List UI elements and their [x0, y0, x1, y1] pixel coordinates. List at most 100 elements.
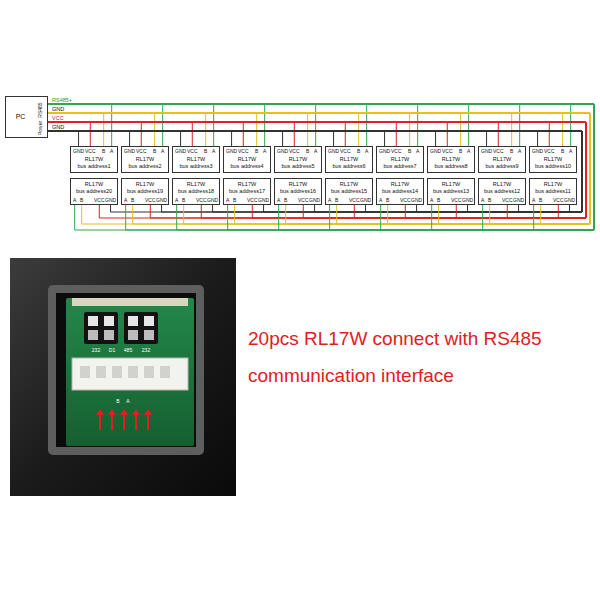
terminal-label: B	[459, 148, 462, 154]
pointer-arrow	[144, 409, 152, 415]
wire-conductor	[48, 122, 586, 218]
bus-wire	[48, 104, 112, 146]
wire-conductor	[48, 113, 155, 146]
port-tag: RS485	[38, 102, 44, 117]
device-name: RL17W	[481, 181, 523, 188]
terminal-label: GND	[277, 148, 288, 154]
pointer-arrow	[135, 414, 137, 430]
terminal-label: A	[110, 148, 113, 154]
address-text: bus address2	[124, 163, 166, 170]
wire-conductor	[48, 104, 594, 230]
address-text: bus address4	[226, 163, 268, 170]
wire-conductor	[48, 113, 359, 146]
terminal-label: B	[284, 197, 287, 203]
terminal-label: B	[80, 197, 83, 203]
terminal-label: A	[226, 197, 229, 203]
device-name: RL17W	[124, 156, 166, 163]
terminal-label: GND	[411, 197, 422, 203]
housing-opening	[48, 285, 204, 455]
wire-conductor	[48, 104, 367, 146]
wire-conductor	[48, 113, 410, 146]
wire-conductor	[48, 104, 163, 146]
wire-conductor	[48, 113, 206, 146]
terminal-label: VCC	[289, 148, 300, 154]
wire-conductor	[48, 113, 590, 224]
bus-wire	[48, 104, 163, 146]
device-name: RL17W	[430, 156, 472, 163]
terminal-label: VCC	[442, 148, 453, 154]
terminal-label: A	[569, 148, 572, 154]
terminal-label: GND	[430, 148, 441, 154]
terminal-label: GND	[360, 197, 371, 203]
terminal-label: B	[408, 148, 411, 154]
device-name: RL17W	[328, 156, 370, 163]
address-text: bus address9	[481, 163, 523, 170]
board-edge-pads	[72, 298, 188, 306]
terminal-label: VCC	[391, 148, 402, 154]
address-text: bus address8	[430, 163, 472, 170]
address-text: bus address18	[175, 188, 217, 195]
wire-conductor	[48, 104, 594, 230]
bus-label: GND	[51, 124, 65, 130]
terminal-label: B	[182, 197, 185, 203]
terminal-label: GND	[564, 197, 575, 203]
bus-wire	[48, 104, 594, 230]
address-text: bus address15	[328, 188, 370, 195]
device-name: RL17W	[379, 181, 421, 188]
bus-wire	[48, 104, 594, 230]
device-name: RL17W	[328, 181, 370, 188]
silkscreen-label: 232	[142, 348, 150, 354]
bus-wire	[48, 104, 316, 146]
pointer-arrow	[111, 414, 113, 430]
terminal-label: B	[204, 148, 207, 154]
terminal-label: GND	[462, 197, 473, 203]
wire-conductor	[48, 122, 586, 218]
opening-shadow	[56, 293, 196, 447]
terminal-label: VCC	[136, 148, 147, 154]
wire-conductor	[48, 113, 104, 146]
terminal-label: VCC	[298, 197, 309, 203]
terminal-label: B	[539, 197, 542, 203]
wire-conductor	[48, 113, 461, 146]
wire-conductor	[48, 131, 487, 146]
silkscreen-label: B	[116, 399, 119, 405]
wire-conductor	[48, 131, 385, 146]
pointer-arrow	[147, 414, 149, 430]
port-tag: Power	[38, 121, 44, 135]
address-text: bus address12	[481, 188, 523, 195]
wire-conductor	[48, 131, 232, 146]
wire-conductor	[48, 131, 79, 146]
terminal-label: VCC	[85, 148, 96, 154]
wire-conductor	[48, 104, 594, 230]
wire-conductor	[48, 113, 590, 224]
address-text: bus address6	[328, 163, 370, 170]
wire-conductor	[48, 104, 594, 230]
wire-conductor	[48, 104, 214, 146]
terminal-label: VCC	[553, 197, 564, 203]
address-text: bus address19	[124, 188, 166, 195]
terminal-label: A	[467, 148, 470, 154]
silkscreen-label: D1	[109, 348, 115, 354]
terminal-label: A	[175, 197, 178, 203]
wire-conductor	[48, 104, 594, 230]
device-name: RL17W	[277, 156, 319, 163]
terminal-label: GND	[105, 197, 116, 203]
bus-wire	[48, 104, 594, 230]
address-text: bus address20	[73, 188, 115, 195]
device-name: RL17W	[73, 181, 115, 188]
pointer-arrow	[99, 414, 101, 430]
wire-conductor	[48, 104, 594, 230]
wire-conductor	[48, 122, 586, 218]
device-name: RL17W	[481, 156, 523, 163]
connector-slot	[112, 366, 122, 378]
jumper-pin	[144, 330, 154, 340]
pointer-arrow	[132, 409, 140, 415]
device-name: RL17W	[532, 156, 574, 163]
wire-conductor	[48, 104, 571, 146]
terminal-label: A	[314, 148, 317, 154]
bus-wire	[48, 104, 594, 230]
jumper-pin	[104, 316, 114, 326]
wire-conductor	[48, 131, 582, 212]
terminal-label: B	[386, 197, 389, 203]
